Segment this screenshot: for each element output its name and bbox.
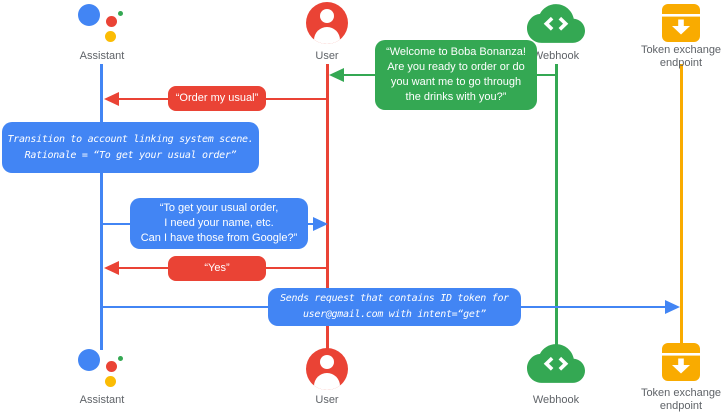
user-icon-body (314, 373, 340, 390)
assistant-green-dot (118, 11, 123, 16)
token-endpoint-lifeline (680, 64, 683, 350)
order-arrowhead (104, 92, 119, 106)
archive-box-icon-bottom (662, 343, 700, 381)
google-assistant-icon (76, 1, 128, 47)
user-lifeline (326, 64, 329, 350)
assistant-yellow-dot (105, 376, 116, 387)
order-message-bubble: “Order my usual” (168, 86, 266, 111)
webhook-label-top: Webhook (532, 50, 580, 62)
welcome-message-bubble: “Welcome to Boba Bonanza! Are you ready … (375, 40, 537, 110)
user-icon-body (314, 27, 340, 44)
user-account-icon (306, 2, 348, 44)
assistant-yellow-dot (105, 31, 116, 42)
archive-box-icon (662, 4, 700, 42)
cloud-code-icon (527, 4, 585, 43)
welcome-arrowhead (329, 68, 344, 82)
webhook-lifeline (555, 64, 558, 350)
webhook-label-bottom: Webhook (532, 394, 580, 406)
yes-message-bubble: “Yes” (168, 256, 266, 281)
yes-arrowhead (104, 261, 119, 275)
cloud-code-icon-bottom (527, 344, 585, 383)
assistant-blue-dot (78, 349, 100, 371)
assistant-label-top: Assistant (79, 50, 125, 62)
ask-arrowhead (313, 217, 328, 231)
ask-message-bubble: “To get your usual order, I need your na… (130, 198, 308, 249)
assistant-lifeline (100, 64, 103, 350)
user-account-icon-bottom (306, 348, 348, 390)
user-label-bottom: User (315, 394, 339, 406)
assistant-blue-dot (78, 4, 100, 26)
user-icon-head (320, 355, 334, 369)
user-label-top: User (315, 50, 339, 62)
assistant-red-dot (106, 361, 117, 372)
assistant-label-bottom: Assistant (79, 394, 125, 406)
user-icon-head (320, 9, 334, 23)
assistant-green-dot (118, 356, 123, 361)
google-assistant-icon-bottom (76, 346, 128, 392)
token-endpoint-label-top: Token exchange endpoint (640, 44, 722, 70)
transition-note: Transition to account linking system sce… (2, 122, 259, 173)
token-endpoint-label-bottom: Token exchange endpoint (640, 387, 722, 413)
send-request-arrowhead (665, 300, 680, 314)
send-request-note: Sends request that contains ID token for… (268, 288, 521, 326)
assistant-red-dot (106, 16, 117, 27)
